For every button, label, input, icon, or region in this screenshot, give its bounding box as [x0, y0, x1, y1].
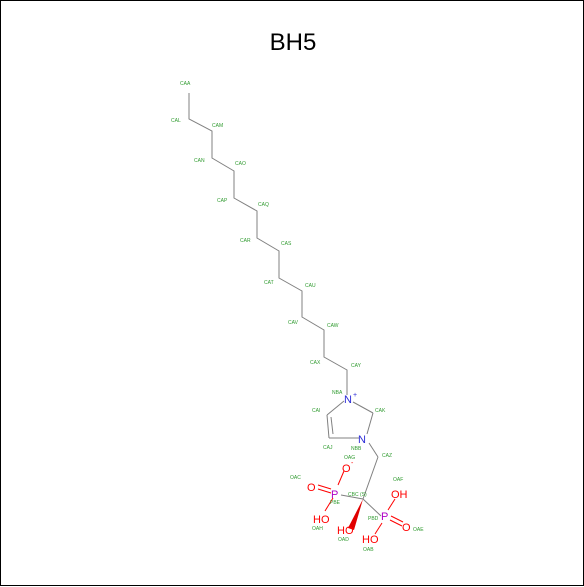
atom-label-nba: NBA [332, 390, 343, 396]
element-symbols: N + N P P O - O HO OH O HO HO [307, 392, 411, 546]
oxygen-right: O [402, 522, 411, 534]
atom-label-cav: CAV [288, 320, 299, 326]
oxygen-minus: O [342, 463, 351, 475]
atom-label-cam: CAM [212, 123, 223, 129]
bond-caz-cbc [362, 456, 379, 500]
bond-cbc-p1 [340, 494, 364, 500]
atom-label-oag: OAG [344, 455, 355, 461]
atom-label-oae: OAE [413, 527, 424, 533]
atom-label-pbd: PBD [368, 516, 379, 522]
bond-p2-oright-double [389, 519, 403, 527]
atom-label-oaf: OAF [393, 477, 403, 483]
bond-c4-c5-double [330, 416, 334, 435]
alkyl-chain [188, 93, 348, 395]
phosphorus-2: P [381, 511, 388, 523]
atom-label-cap: CAP [217, 198, 228, 204]
oxygen-minus-charge: - [351, 460, 354, 467]
bond-p2-ohtop [387, 498, 396, 511]
imidazolium-ring [326, 400, 374, 439]
nitrogen-1: N [344, 394, 352, 406]
atom-label-cai: CAI [312, 408, 320, 414]
bond-c2-n2 [366, 412, 374, 435]
bond-p1-oleft [317, 484, 332, 490]
atom-label-caq: CAQ [258, 202, 269, 208]
bond-n2-caz [368, 442, 379, 458]
bond-c4-c5 [326, 414, 330, 439]
bond-p1-ominus [337, 470, 345, 486]
atom-label-cbc-s: CBC (S) [348, 492, 367, 498]
bond-cbc-p2 [362, 498, 382, 517]
atom-label-cak: CAK [375, 408, 386, 414]
hydroxyl-right-bottom: HO [362, 534, 379, 546]
atom-label-cao: CAO [235, 161, 246, 167]
atom-label-caa: CAA [180, 81, 191, 87]
atom-label-oac: OAC [290, 475, 301, 481]
atom-label-pbe: PBE [330, 500, 341, 506]
atom-label-oah: OAH [312, 526, 323, 532]
atom-label-cas: CAS [281, 241, 292, 247]
p1-bonds [317, 470, 345, 512]
side-chain-bonds [340, 442, 382, 517]
atom-label-car: CAR [240, 238, 251, 244]
oxygen-left: O [307, 482, 316, 494]
hydroxyl-left: HO [313, 514, 330, 526]
bond-c5-n1 [326, 400, 345, 416]
chain-bonds [188, 93, 348, 395]
bond-n1-c2 [352, 401, 374, 414]
atom-label-cal: CAL [171, 118, 181, 124]
atom-label-can: CAN [194, 158, 205, 164]
nitrogen-1-charge: + [353, 392, 357, 399]
atom-labels: CAA CAL CAM CAN CAO CAP CAQ CAR CAS CAT CAU CAV CAW C… [171, 81, 424, 553]
atom-label-caw: CAW [327, 323, 339, 329]
atom-label-cau: CAU [305, 283, 316, 289]
p2-bonds [374, 498, 404, 535]
wedge-bond-cbc-oh [348, 499, 363, 530]
bond-p2-oright [390, 515, 404, 523]
bond-p1-ohleft [324, 497, 334, 512]
atom-label-oab: OAB [363, 547, 374, 553]
atom-label-caj: CAJ [323, 445, 333, 451]
atom-label-cay: CAY [351, 363, 362, 369]
atom-label-cat: CAT [264, 280, 274, 286]
molecule-title: BH5 [269, 29, 317, 56]
phosphorus-1: P [331, 489, 338, 501]
hydroxyl-center: HO [337, 525, 354, 537]
bond-p1-oleft-double [317, 488, 332, 494]
atom-label-caz: CAZ [382, 453, 392, 459]
nitrogen-2: N [358, 434, 366, 446]
hydroxyl-right-top: OH [391, 489, 408, 501]
atom-label-cax: CAX [310, 360, 321, 366]
bond-p2-ohbottom [374, 522, 383, 535]
atom-label-oad: OAD [338, 537, 349, 543]
atom-label-nbb: NBB [351, 446, 362, 452]
